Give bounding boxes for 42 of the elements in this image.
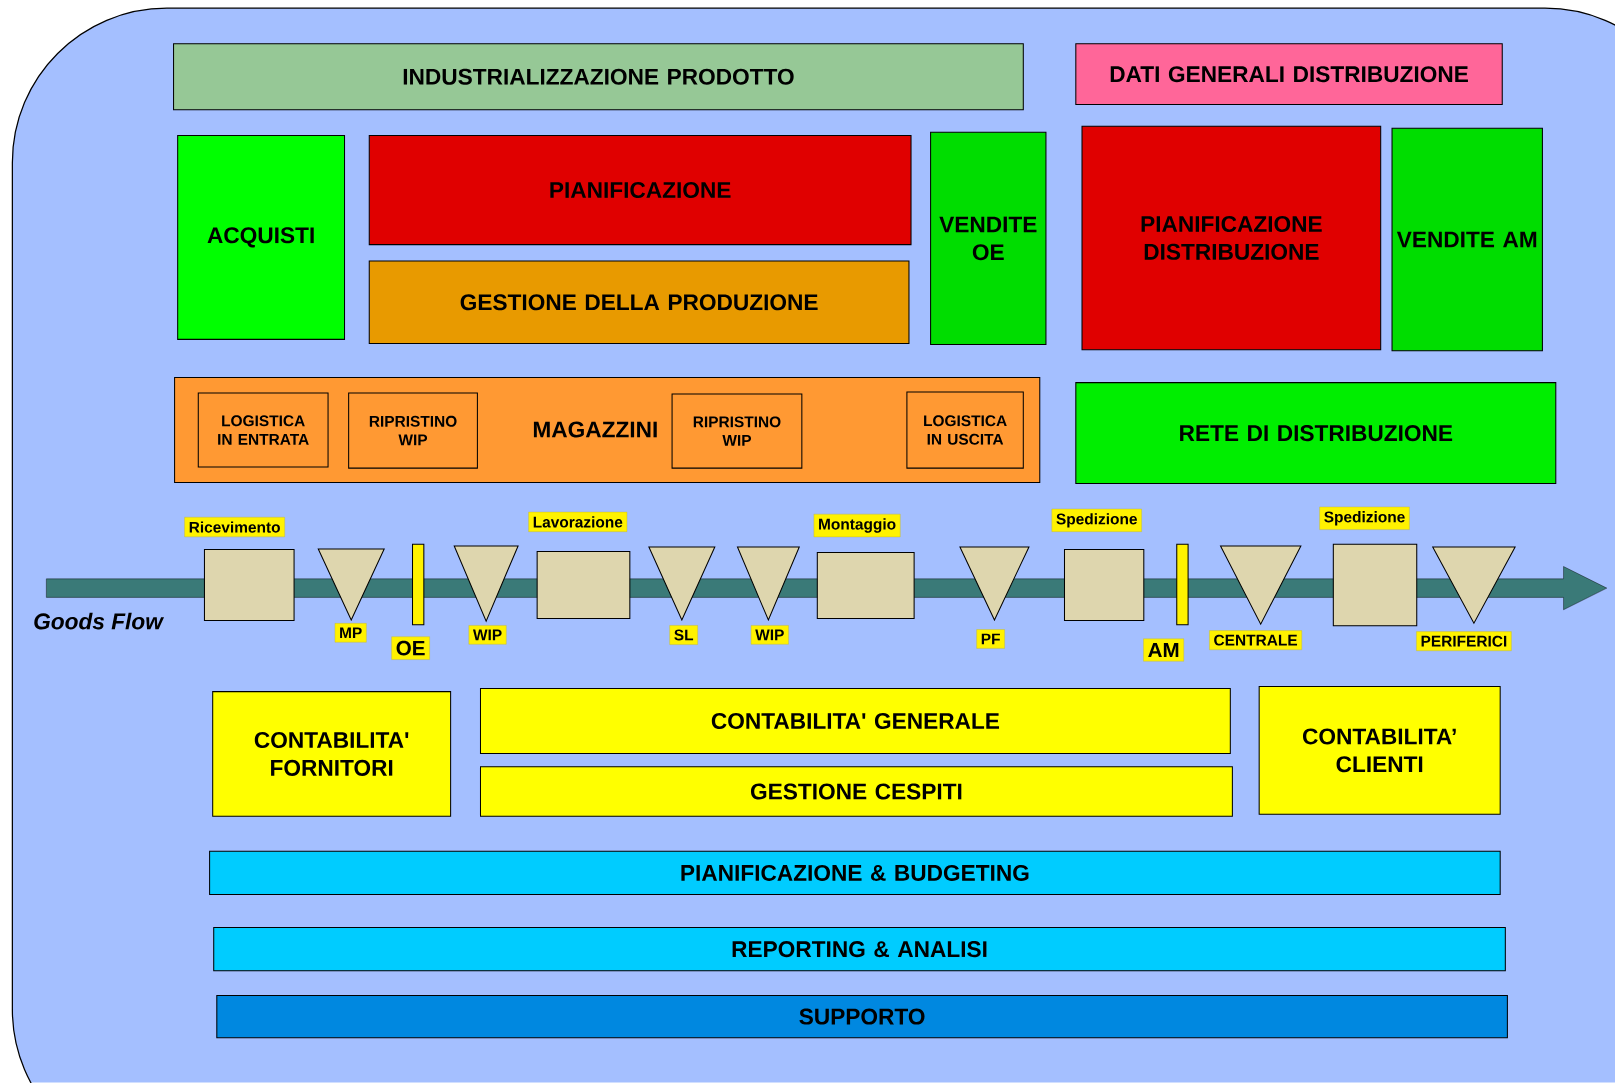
- step-tag: CENTRALE: [1209, 630, 1302, 651]
- process-box: LOGISTICA IN USCITA: [906, 391, 1024, 469]
- step-tag: WIP: [750, 625, 789, 645]
- process-square: [203, 549, 295, 622]
- step-tag: WIP: [468, 625, 507, 645]
- process-box: GESTIONE DELLA PRODUZIONE: [368, 260, 910, 345]
- step-tag: AM: [1143, 638, 1184, 662]
- process-box: VENDITE AM: [1391, 127, 1543, 352]
- process-box: ACQUISTI: [177, 135, 346, 341]
- process-box: LOGISTICA IN ENTRATA: [197, 392, 329, 468]
- process-box: CONTABILITA’ CLIENTI: [1258, 686, 1501, 815]
- process-box: PIANIFICAZIONE: [368, 135, 912, 246]
- marker-bar: [412, 544, 425, 626]
- step-tag: Montaggio: [813, 514, 901, 538]
- process-box: VENDITE OE: [930, 132, 1047, 346]
- step-tag: MP: [334, 623, 367, 643]
- process-square: [536, 551, 631, 620]
- process-box: DATI GENERALI DISTRIBUZIONE: [1075, 43, 1503, 106]
- step-tag: Ricevimento: [184, 517, 285, 538]
- process-box: GESTIONE CESPITI: [479, 766, 1233, 818]
- process-square: [1063, 549, 1145, 622]
- process-box: PIANIFICAZIONE & BUDGETING: [209, 851, 1501, 896]
- process-box: CONTABILITA' GENERALE: [479, 688, 1231, 755]
- process-box: RIPRISTINO WIP: [671, 393, 803, 469]
- step-tag: Spedizione: [1319, 507, 1410, 531]
- flow-label: Goods Flow: [34, 613, 165, 630]
- step-tag: OE: [391, 636, 430, 660]
- step-tag: SL: [669, 625, 698, 646]
- process-box: REPORTING & ANALISI: [213, 927, 1506, 972]
- process-box: PIANIFICAZIONE DISTRIBUZIONE: [1081, 125, 1382, 351]
- step-tag: Spedizione: [1051, 509, 1142, 533]
- process-box: RETE DI DISTRIBUZIONE: [1075, 382, 1557, 485]
- process-box: CONTABILITA' FORNITORI: [212, 691, 452, 818]
- process-square: [1332, 544, 1418, 627]
- marker-bar: [1176, 544, 1189, 626]
- process-box: INDUSTRIALIZZAZIONE PRODOTTO: [173, 43, 1024, 111]
- step-tag: Lavorazione: [528, 512, 628, 533]
- process-box: RIPRISTINO WIP: [348, 392, 478, 469]
- step-tag: PF: [976, 629, 1005, 649]
- step-tag: PERIFERICI: [1416, 631, 1512, 652]
- process-box: SUPPORTO: [216, 995, 1508, 1039]
- process-square: [816, 552, 915, 620]
